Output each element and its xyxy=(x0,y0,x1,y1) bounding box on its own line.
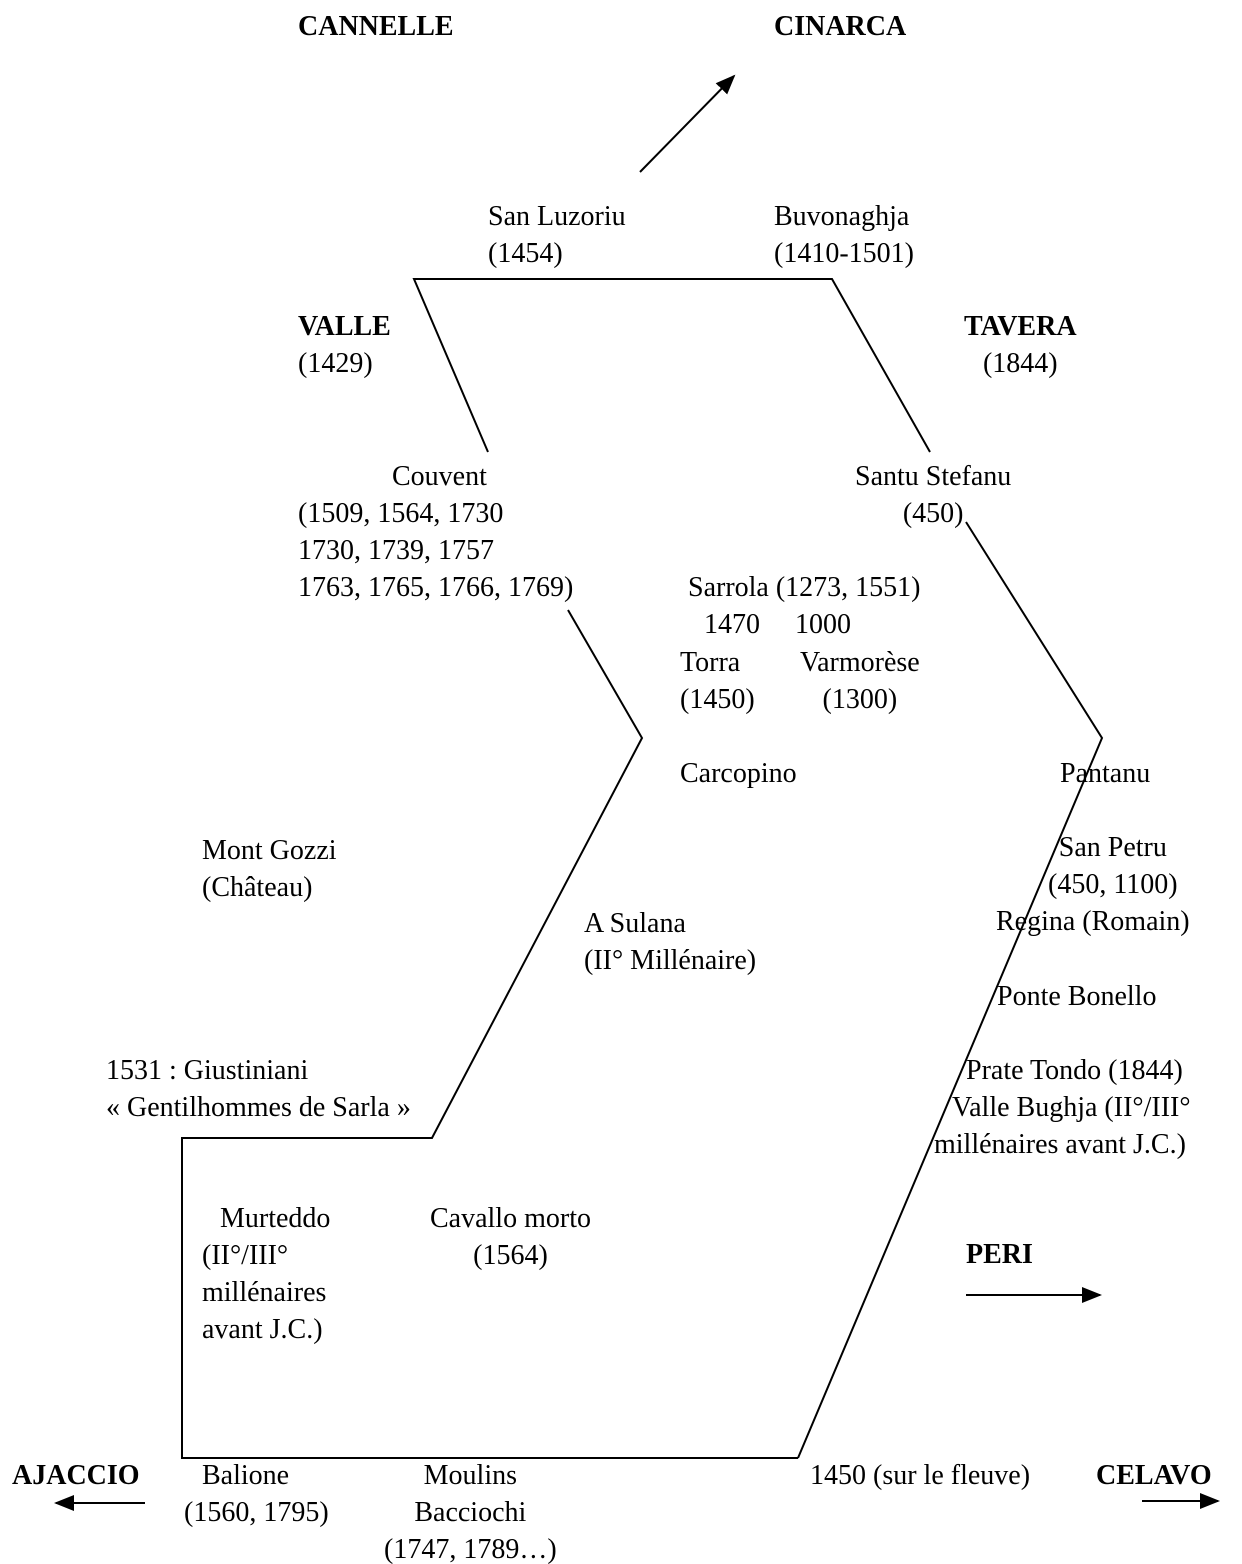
label-a-sulana: A Sulana (II° Millénaire) xyxy=(584,908,757,976)
label-cavallo-morto: Cavallo morto (1564) xyxy=(430,1203,591,1271)
label-sarrola-years: 1470 1000 xyxy=(704,609,851,640)
label-giustiniani: 1531 : Giustiniani « Gentilhommes de Sar… xyxy=(106,1055,411,1123)
label-valle: VALLE (1429) xyxy=(298,311,391,379)
boundary-right xyxy=(797,521,1104,1459)
label-pantanu: Pantanu xyxy=(1060,758,1151,789)
label-tavera: TAVERA (1844) xyxy=(964,311,1077,379)
label-san-luzoriu: San Luzoriu (1454) xyxy=(488,201,626,269)
label-cannelle: CANNELLE xyxy=(298,11,454,42)
label-balione: Balione (1560, 1795) xyxy=(184,1460,329,1528)
label-carcopino: Carcopino xyxy=(680,758,797,789)
label-buvonaghja: Buvonaghja (1410-1501) xyxy=(774,201,914,269)
label-regina: Regina (Romain) xyxy=(996,906,1190,937)
label-ajaccio: AJACCIO xyxy=(12,1460,140,1491)
label-peri: PERI xyxy=(966,1239,1033,1270)
label-celavo: CELAVO xyxy=(1096,1460,1212,1491)
boundary-top xyxy=(412,278,931,453)
label-murteddo: Murteddo (II°/III° millénaires avant J.C… xyxy=(202,1203,331,1345)
label-valle-bughja: Valle Bughja (II°/III° millénaires avant… xyxy=(934,1092,1191,1160)
boundary-left xyxy=(181,609,798,1459)
label-fleuve: 1450 (sur le fleuve) xyxy=(810,1460,1031,1491)
label-cinarca: CINARCA xyxy=(774,11,907,42)
label-couvent: Couvent (1509, 1564, 1730 1730, 1739, 17… xyxy=(298,461,574,603)
label-torra: Torra (1450) xyxy=(680,647,755,715)
label-prate-tondo: Prate Tondo (1844) xyxy=(966,1055,1183,1086)
cinarca-arrow xyxy=(639,74,736,173)
label-mont-gozzi: Mont Gozzi (Château) xyxy=(202,835,337,903)
label-san-petru: San Petru (450, 1100) xyxy=(1048,832,1178,900)
label-varmorese: Varmorèse (1300) xyxy=(800,647,920,715)
label-santu-stefanu: Santu Stefanu (450) xyxy=(855,461,1012,529)
label-sarrola: Sarrola (1273, 1551) xyxy=(688,572,921,603)
label-moulins: Moulins Bacciochi (1747, 1789…) xyxy=(384,1460,557,1564)
label-ponte-bonello: Ponte Bonello xyxy=(997,981,1157,1012)
